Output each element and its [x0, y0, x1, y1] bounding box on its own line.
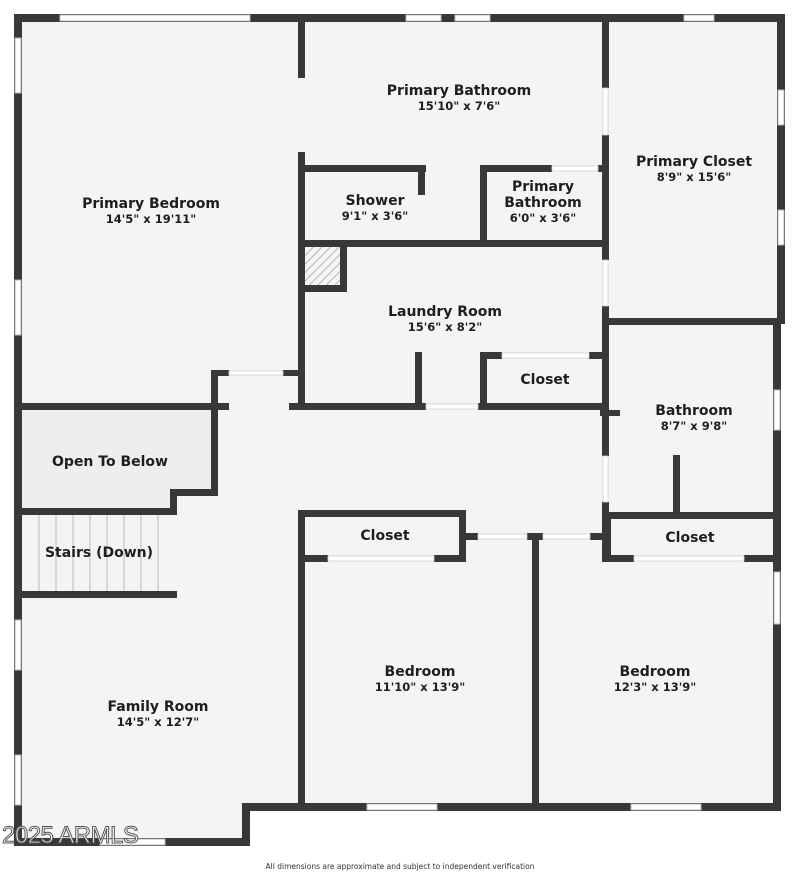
room-bathroom: Bathroom 8'7" x 9'8"	[655, 403, 733, 433]
watermark: 2025 ARMLS	[1, 822, 139, 850]
room-bedroom-1: Bedroom 11'10" x 13'9"	[375, 664, 465, 694]
room-name: Bedroom	[619, 664, 691, 680]
room-dimensions: 14'5" x 12'7"	[116, 715, 200, 730]
room-dimensions: 14'5" x 19'11"	[105, 212, 197, 227]
room-primary-bedroom: Primary Bedroom 14'5" x 19'11"	[82, 196, 220, 226]
open-to-below-area	[22, 410, 214, 508]
room-laundry-closet: Closet	[520, 372, 569, 388]
room-name: Shower	[345, 193, 405, 209]
room-bedroom-2: Bedroom 12'3" x 13'9"	[614, 664, 696, 694]
room-dimensions: 15'6" x 8'2"	[407, 320, 483, 335]
room-dimensions: 12'3" x 13'9"	[613, 680, 697, 695]
disclaimer-text: All dimensions are approximate and subje…	[265, 862, 535, 871]
room-name: Family Room	[107, 699, 209, 715]
room-name: Open To Below	[52, 454, 168, 470]
room-bathroom-closet: Closet	[665, 530, 714, 546]
room-dimensions: 6'0" x 3'6"	[509, 211, 577, 226]
room-name: Closet	[665, 530, 715, 546]
room-bedroom-closet: Closet	[360, 528, 409, 544]
room-stairs: Stairs (Down)	[45, 545, 153, 561]
room-name: Closet	[360, 528, 410, 544]
room-name: Primary Closet	[635, 154, 753, 170]
room-dimensions: 8'9" x 15'6"	[656, 170, 732, 185]
room-name: Primary Bathroom	[386, 83, 532, 99]
stair-treads	[38, 513, 159, 592]
hatched-chase	[305, 247, 342, 285]
room-dimensions: 9'1" x 3'6"	[341, 209, 409, 224]
room-laundry-room: Laundry Room 15'6" x 8'2"	[388, 304, 502, 334]
windows	[14, 14, 785, 846]
room-shower: Shower 9'1" x 3'6"	[342, 193, 408, 223]
floor-areas	[18, 18, 780, 840]
room-dimensions: 8'7" x 9'8"	[660, 419, 728, 434]
room-name-line2: Bathroom	[504, 195, 582, 212]
room-name-line1: Primary	[511, 179, 575, 195]
room-name: Stairs (Down)	[44, 545, 154, 561]
room-primary-bathroom: Primary Bathroom 15'10" x 7'6"	[387, 83, 531, 113]
room-name: Primary Bedroom	[82, 196, 220, 212]
room-name: Bathroom	[655, 403, 733, 419]
room-open-to-below: Open To Below	[52, 454, 168, 470]
room-dimensions: 15'10" x 7'6"	[417, 99, 501, 114]
room-name: Bedroom	[384, 664, 456, 680]
room-name: Laundry Room	[388, 304, 502, 320]
room-dimensions: 11'10" x 13'9"	[374, 680, 466, 695]
room-primary-bathroom-wc: Primary Bathroom 6'0" x 3'6"	[504, 179, 582, 225]
door-openings	[228, 87, 745, 562]
room-family-room: Family Room 14'5" x 12'7"	[108, 699, 209, 729]
room-primary-closet: Primary Closet 8'9" x 15'6"	[636, 154, 752, 184]
room-name: Closet	[520, 372, 570, 388]
